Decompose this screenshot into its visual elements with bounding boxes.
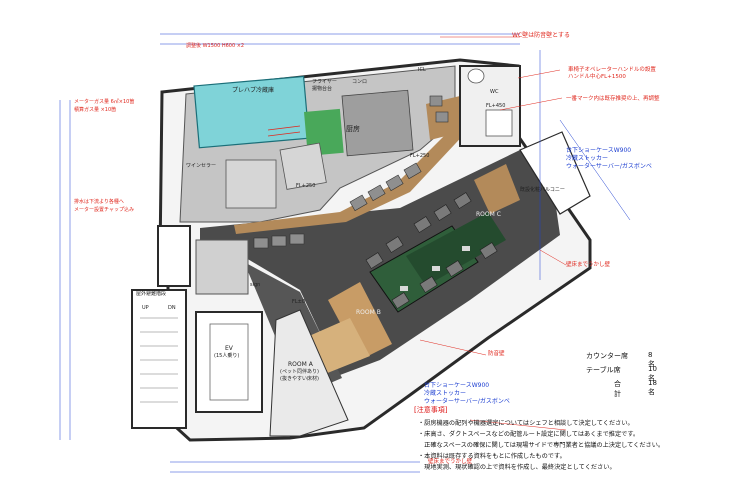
handle-note: 車椅子オペレーターハンドルの設置 (568, 67, 656, 73)
float-wall-1: 壁床までうかし壁 (566, 262, 611, 268)
fl-label-1: FL+250 (410, 153, 430, 159)
wc-label: WC (490, 89, 499, 95)
room-a (269, 309, 349, 437)
notes-line: ・厨房機器の配列や機器選定についてはシェフと相談して決定してください。 (418, 420, 634, 427)
float-wall-2: 壁床までうかし壁 (428, 459, 473, 465)
pipe-note: 排水は下流より各種へ (74, 199, 124, 205)
showcase-note-2: 台下ショーケースW900 (424, 382, 490, 389)
counter-seats: カウンター席 8名 (586, 351, 655, 368)
room-b-tables (365, 192, 506, 313)
red-leader-lines (419, 36, 567, 431)
wc-wall-note: WC壁は防音壁とする (512, 32, 570, 39)
notes-line: ・床高さ、ダクトスペースなどの配管ルート設定に関してはあくまで推定です。 (418, 431, 640, 438)
dimension-lines (59, 33, 631, 473)
meter-note-2: 積算ガス量 ×10箇 (74, 107, 117, 113)
wine-label: ワインセラー (186, 163, 217, 169)
ev-sub: (15人乗り) (214, 353, 240, 359)
coordinate-note: 調整後 W1500 H600 ×2 (186, 43, 245, 49)
water-note-1: ウォーターサーバー/ガスボンベ (566, 163, 652, 170)
notes-heading: [注意事項] (414, 406, 448, 414)
fryer-label: フライヤー (312, 79, 337, 85)
ev-stairs (131, 225, 263, 429)
room-c-label: ROOM C (476, 211, 501, 218)
wc-room (459, 65, 521, 147)
prep-fridge-label: プレハブ冷蔵庫 (232, 87, 275, 94)
table-seats: テーブル席 10名 (586, 365, 657, 382)
kitchen-area (179, 65, 456, 223)
icl-label: ICL (418, 67, 426, 73)
notes-block: [注意事項] ・厨房機器の配列や機器選定についてはシェフと相談して決定してくださ… (414, 405, 736, 497)
handle-note-2: ハンドル中心FL+1500 (568, 74, 626, 80)
balcony-label: 既設化粧バルコニー (520, 187, 565, 193)
stairs-label: 屋外避難階段 (136, 291, 167, 297)
room-wood (300, 164, 520, 376)
sign-label: sign (250, 282, 261, 288)
showcase-note-1: 台下ショーケースW900 (566, 147, 632, 154)
soundproof-label: 防音壁 (488, 351, 505, 357)
counter-seats-value: 8名 (648, 351, 655, 368)
meter-note: メーターガス量 6㎥×10箇 (74, 99, 135, 105)
dn-label: DN (168, 305, 176, 311)
room-a-sub2: (抜きやすい床材) (280, 376, 319, 382)
table-seats-label: テーブル席 (586, 366, 621, 374)
fl-label-2: FL+250 (296, 183, 316, 189)
total-seats-label: 合計 (614, 380, 621, 398)
up-label: UP (142, 305, 149, 311)
konro-label: コンロ (352, 79, 368, 85)
wood-counter (234, 95, 470, 249)
mark-note: 一番マーク内は既存推奨の上、再調整 (566, 96, 660, 102)
seating-summary: カウンター席 8名 テーブル席 10名 合計 18名 (586, 347, 706, 398)
stocker-note-1: 冷蔵ストッカー (566, 155, 609, 162)
fl-label-4: FL±0 (292, 299, 306, 305)
pipe-note-2: メーター設置チャップ込み (74, 207, 134, 213)
fryer-table-label: 揚物台台 (312, 86, 333, 92)
notes-line: ・本資料は既存する資料をもとに作成したものです。 (418, 453, 566, 460)
total-seats-value: 18名 (648, 379, 657, 396)
kitchen-label: 厨房 (346, 125, 360, 133)
counter-seats-label: カウンター席 (586, 352, 628, 360)
stocker-note-2: 冷蔵ストッカー (424, 390, 467, 397)
room-a-label: ROOM A (288, 361, 313, 368)
table-seats-value: 10名 (648, 365, 657, 382)
balcony (519, 131, 591, 215)
notes-line: 正確なスペースの確保に関しては現場サイドで専門業者と協議の上決定してください。 (418, 442, 665, 449)
room-a-sub: (ペット同伴あり) (280, 369, 319, 375)
notes-line: 現地実測、現状確認の上で資料を作成し、最終決定としてください。 (418, 464, 616, 471)
fl-label-3: FL+450 (486, 103, 506, 109)
ev-label: EV (225, 345, 233, 352)
room-b-label: ROOM B (356, 309, 381, 316)
water-note-2: ウォーターサーバー/ガスボンベ (424, 398, 510, 405)
